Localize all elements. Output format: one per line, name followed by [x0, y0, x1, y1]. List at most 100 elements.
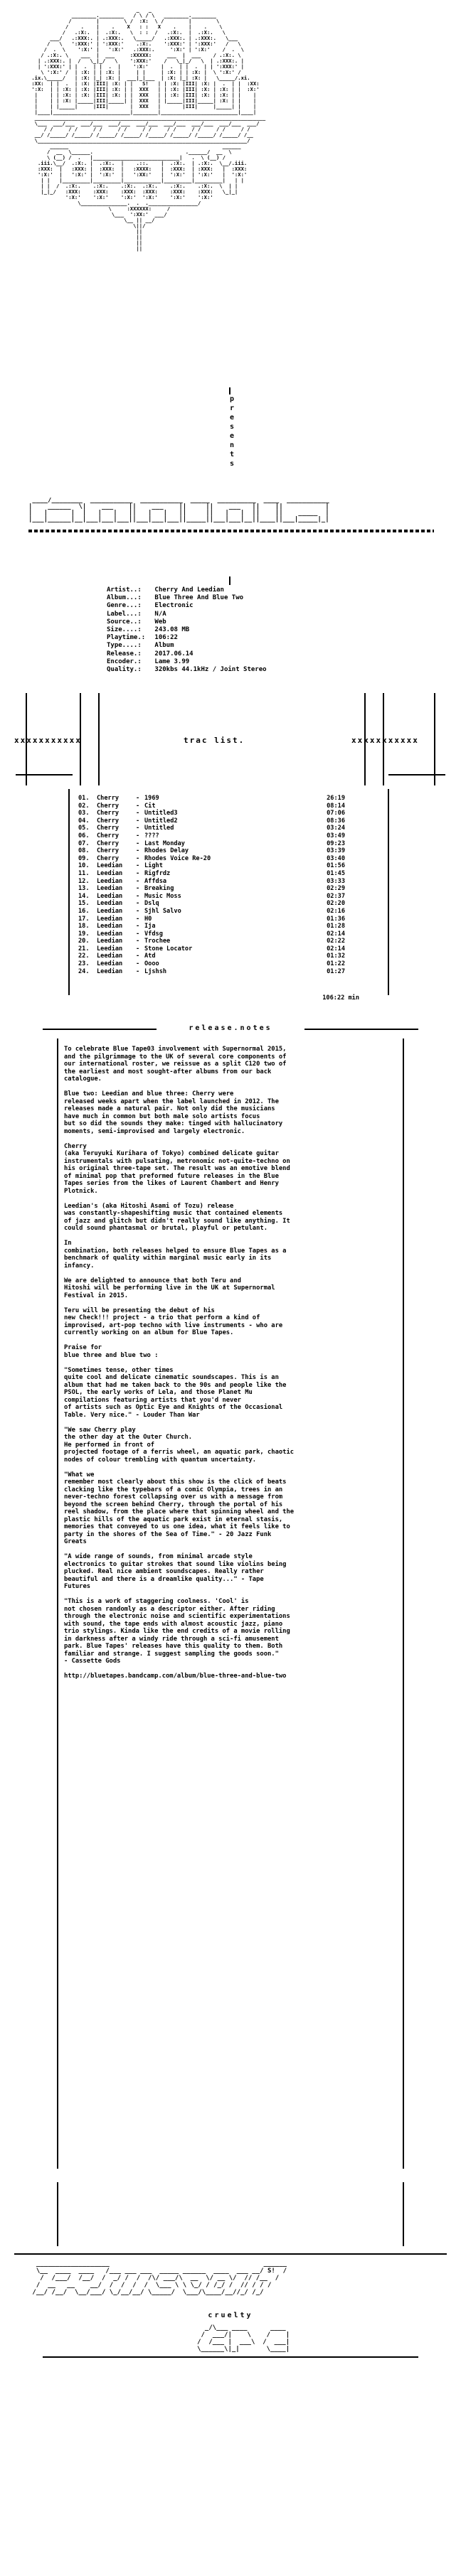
- info-row: Playtime.: 106:22: [107, 634, 267, 642]
- track-duration: 02:37: [327, 892, 345, 900]
- track-number: 13.: [78, 885, 90, 893]
- track-duration: 08:14: [327, 802, 345, 810]
- track-title: Oooo: [144, 960, 159, 968]
- track-duration: 03:33: [327, 877, 345, 885]
- info-row: Release.: 2017.06.14: [107, 650, 267, 658]
- track-artist: Leedian: [97, 945, 123, 952]
- track-title: ????: [144, 832, 159, 839]
- track-number: 16.: [78, 907, 90, 915]
- track-separator: -: [136, 885, 140, 893]
- info-value: Cherry And Leedian: [151, 586, 224, 594]
- notes-rule-right: [304, 1029, 418, 1030]
- track-separator: -: [136, 817, 140, 825]
- track-artist: Cherry: [97, 854, 120, 862]
- track-number: 14.: [78, 892, 90, 900]
- total-time-row: 106:22 min: [78, 980, 377, 1017]
- track-artist: Cherry: [97, 817, 120, 825]
- info-label: Size....:: [107, 626, 142, 634]
- track-duration: 03:40: [327, 854, 345, 862]
- track-title: Music Moss: [144, 892, 181, 900]
- release-notes-body: To celebrate Blue Tape03 involvement wit…: [64, 1046, 398, 1687]
- info-label: Source..:: [107, 618, 142, 626]
- presents-letter: n: [229, 441, 235, 449]
- track-separator: -: [136, 945, 140, 952]
- tracklist-header: xxxxxxxxxxx trac list. xxxxxxxxxxx: [0, 693, 461, 785]
- track-separator: -: [136, 802, 140, 810]
- ornament-ascii-art: _ _ ________.________ / \ / \ ________._…: [31, 7, 266, 252]
- track-number: 20.: [78, 938, 90, 945]
- info-value: Lame 3.99: [151, 658, 190, 665]
- info-value: 243.08 MB: [151, 626, 190, 634]
- track-artist: Cherry: [97, 802, 120, 810]
- notes-paragraph: Blue two: Leedian and blue three: Cherry…: [64, 1090, 283, 1135]
- track-title: Affdsa: [144, 877, 167, 885]
- track-number: 23.: [78, 960, 90, 968]
- track-duration: 01:27: [327, 967, 345, 975]
- info-label: Type....:: [107, 642, 142, 650]
- track-artist: Leedian: [97, 877, 123, 885]
- track-title: Breaking: [144, 885, 174, 893]
- track-duration: 01:32: [327, 952, 345, 960]
- track-title: Stone Locator: [144, 945, 193, 952]
- info-value: Blue Three And Blue Two: [151, 594, 244, 602]
- info-row: Album...: Blue Three And Blue Two: [107, 594, 267, 602]
- info-value: Album: [151, 642, 174, 650]
- notes-paragraph: To celebrate Blue Tape03 involvement wit…: [64, 1046, 287, 1083]
- track-duration: 02:16: [327, 907, 345, 915]
- track-number: 06.: [78, 832, 90, 839]
- track-number: 19.: [78, 930, 90, 938]
- total-time: 106:22 min: [322, 994, 359, 1002]
- track-separator: -: [136, 847, 140, 855]
- presents-letter: s: [229, 460, 235, 468]
- track-number: 05.: [78, 825, 90, 832]
- notes-paragraph: Cherry (aka Teruyuki Kurihara of Tokyo) …: [64, 1142, 290, 1195]
- track-frame-left: [68, 789, 70, 995]
- track-duration: 09:23: [327, 839, 345, 847]
- track-separator: -: [136, 930, 140, 938]
- track-artist: Leedian: [97, 967, 123, 975]
- notes-paragraph: Leedian's (aka Hitoshi Asami of Tozu) re…: [64, 1202, 290, 1233]
- track-duration: 02:14: [327, 945, 345, 952]
- info-row: Type....: Album: [107, 642, 267, 650]
- track-title: Untitled2: [144, 817, 178, 825]
- info-stem: [229, 576, 231, 585]
- track-duration: 03:24: [327, 825, 345, 832]
- track-separator: -: [136, 795, 140, 802]
- track-number: 01.: [78, 795, 90, 802]
- track-separator: -: [136, 832, 140, 839]
- track-separator: -: [136, 877, 140, 885]
- track-number: 08.: [78, 847, 90, 855]
- notes-frame-left: [57, 1039, 58, 2169]
- info-label: Release.:: [107, 650, 142, 658]
- track-separator: -: [136, 952, 140, 960]
- track-number: 03.: [78, 810, 90, 817]
- info-row: Label...: N/A: [107, 611, 267, 618]
- track-title: Ljshsh: [144, 967, 167, 975]
- notes-rule-left: [43, 1029, 157, 1030]
- right-x-column: [364, 693, 384, 785]
- track-title: Rigfrdz: [144, 869, 171, 877]
- release-notes-heading: release.notes: [189, 1024, 272, 1032]
- track-artist: Leedian: [97, 862, 123, 870]
- track-number: 24.: [78, 967, 90, 975]
- notes-paragraph: "What we remember most clearly about thi…: [64, 1471, 295, 1546]
- notes-paragraph: Praise for blue three and blue two :: [64, 1344, 159, 1359]
- info-value: Electronic: [151, 602, 194, 610]
- track-title: Rhodes Voice Re-20: [144, 854, 211, 862]
- track-title: Atd: [144, 952, 156, 960]
- notes-paragraph: "We saw Cherry play the other day at the…: [64, 1426, 295, 1464]
- track-separator: -: [136, 839, 140, 847]
- info-label: Label...:: [107, 610, 142, 618]
- track-separator: -: [136, 960, 140, 968]
